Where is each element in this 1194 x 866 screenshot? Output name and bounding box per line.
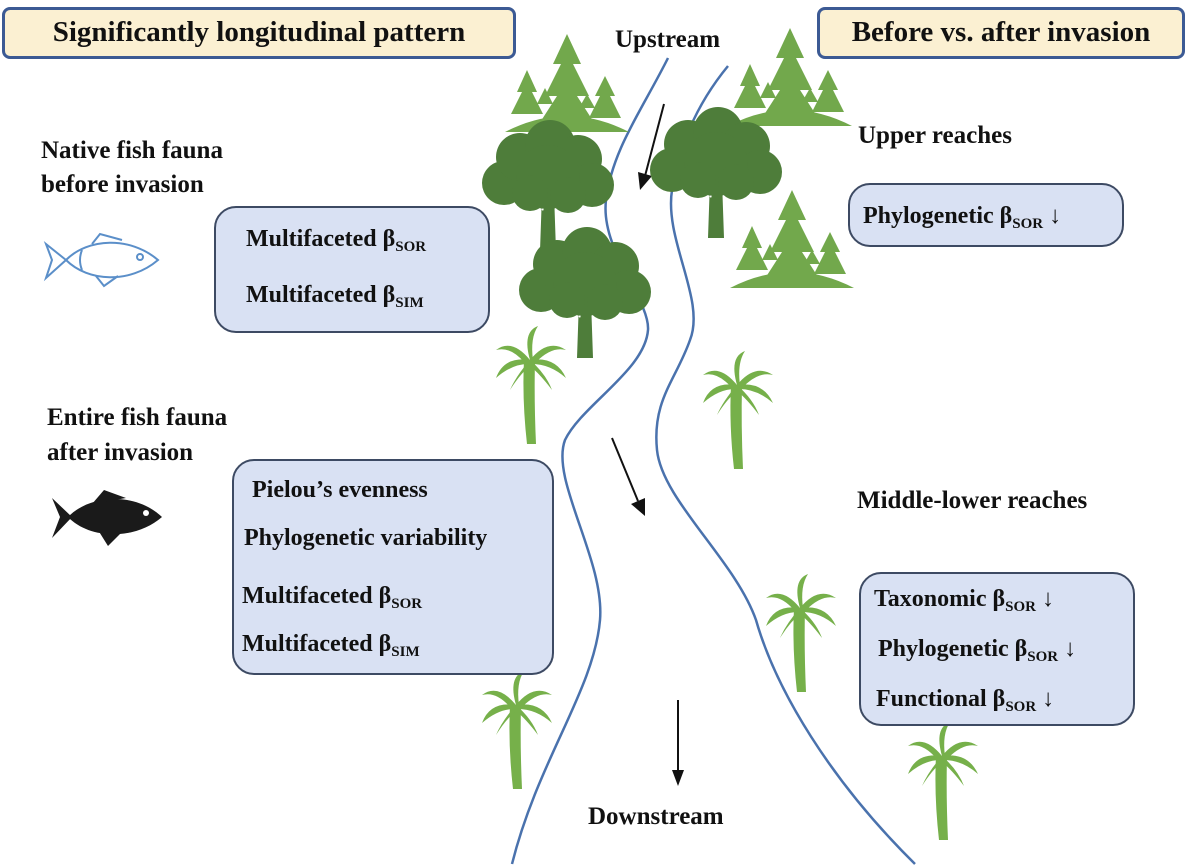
entire-metric-sor: Multifaceted βSOR: [242, 583, 423, 612]
native-fauna-label-line1: Native fish fauna: [41, 137, 223, 164]
palm-tree-icon: [482, 671, 552, 789]
native-metrics-box: Multifaceted βSOR Multifaceted βSIM: [214, 206, 490, 333]
header-right: Before vs. after invasion: [817, 7, 1185, 59]
lower-functional-sor: Functional βSOR ↓: [876, 686, 1055, 715]
flow-arrow-icon: [638, 103, 665, 190]
palm-tree-icon: [703, 351, 773, 469]
native-fish-icon: [43, 232, 160, 288]
middle-lower-reaches-box: Taxonomic βSOR ↓ Phylogenetic βSOR ↓ Fun…: [859, 572, 1135, 726]
invasive-fish-icon: [52, 490, 162, 546]
entire-fauna-label-line1: Entire fish fauna: [47, 404, 228, 431]
flow-arrow-icon: [611, 437, 645, 516]
oak-tree-icon: [519, 227, 651, 358]
pine-cluster-icon: [505, 34, 629, 132]
upper-reaches-label: Upper reaches: [858, 122, 1012, 149]
palm-tree-icon: [908, 722, 978, 840]
native-metric-sim: Multifaceted βSIM: [246, 282, 424, 311]
palm-tree-icon: [496, 326, 566, 444]
lower-taxonomic-sor: Taxonomic βSOR ↓: [874, 586, 1054, 615]
lower-phylogenetic-sor: Phylogenetic βSOR ↓: [878, 636, 1077, 665]
entire-fauna-label-line2: after invasion: [47, 439, 194, 466]
decrease-arrow-icon: ↓: [1049, 203, 1062, 229]
downstream-label: Downstream: [588, 803, 724, 830]
native-metric-sor: Multifaceted βSOR: [246, 226, 427, 255]
decrease-arrow-icon: ↓: [1064, 636, 1077, 662]
flow-arrow-icon: [672, 700, 684, 786]
decrease-arrow-icon: ↓: [1041, 586, 1054, 612]
oak-tree-icon: [650, 107, 782, 238]
decrease-arrow-icon: ↓: [1042, 686, 1055, 712]
upper-phylogenetic-sor: Phylogenetic βSOR ↓: [863, 203, 1062, 232]
native-fauna-label-line2: before invasion: [41, 171, 204, 198]
pine-cluster-icon: [730, 190, 854, 288]
upper-reaches-box: Phylogenetic βSOR ↓: [848, 183, 1124, 247]
header-left: Significantly longitudinal pattern: [2, 7, 516, 59]
entire-metric-evenness: Pielou’s evenness: [252, 477, 428, 503]
entire-metrics-box: Pielou’s evenness Phylogenetic variabili…: [232, 459, 554, 675]
entire-metric-phylo-variability: Phylogenetic variability: [244, 525, 488, 551]
middle-lower-reaches-label: Middle-lower reaches: [857, 487, 1088, 514]
upstream-label: Upstream: [615, 26, 721, 53]
entire-metric-sim: Multifaceted βSIM: [242, 631, 420, 660]
